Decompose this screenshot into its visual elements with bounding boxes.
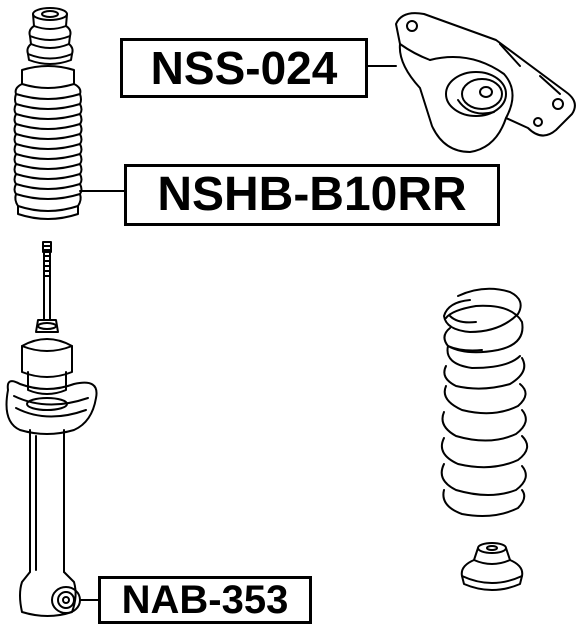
- dust-boot-drawing: [13, 65, 125, 220]
- part-number-bushing: NAB-353: [98, 576, 312, 624]
- part-number-dust-boot: NSHB-B10RR: [124, 164, 500, 226]
- part-number-strut-mount: NSS-024: [120, 38, 368, 98]
- strut-mount-drawing: [367, 12, 576, 153]
- bump-stop-drawing: [26, 7, 74, 65]
- shock-absorber-drawing: [5, 241, 99, 617]
- coil-spring-drawing: [440, 287, 529, 517]
- spring-pad-drawing: [460, 542, 524, 591]
